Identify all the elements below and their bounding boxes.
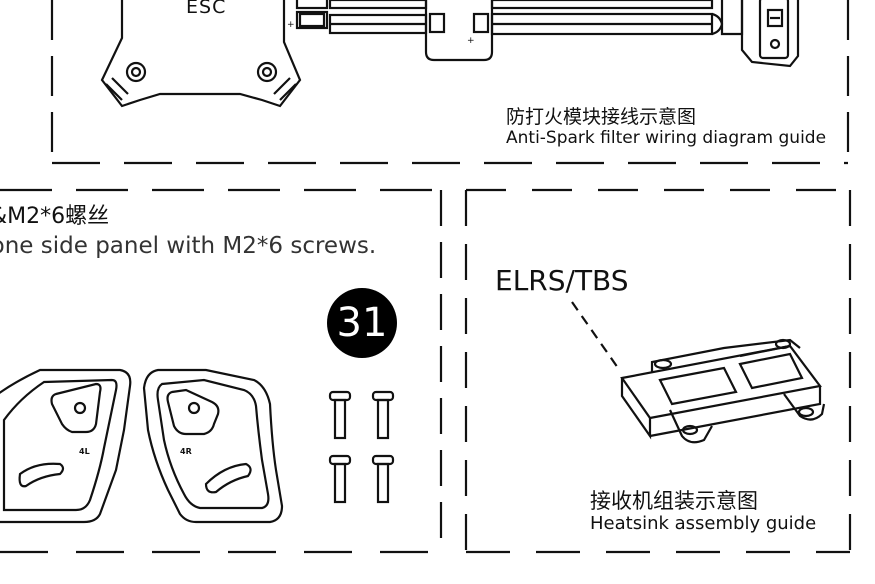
esc-label: ESC bbox=[186, 0, 227, 18]
anti-spark-caption-en: Anti-Spark filter wiring diagram guide bbox=[506, 128, 827, 148]
receiver-label: ELRS/TBS bbox=[495, 264, 629, 297]
anti-spark-module bbox=[424, 0, 494, 62]
m2x6-screw bbox=[328, 454, 352, 504]
polarity-mark: + bbox=[287, 20, 295, 30]
heatsink-caption-en: Heatsink assembly guide bbox=[590, 513, 817, 534]
side-panel-instruction-en: cone side panel with M2*6 screws. bbox=[0, 233, 377, 259]
esc-solder-pad bbox=[295, 0, 329, 10]
receiver-heatsink bbox=[620, 338, 826, 444]
step-number-badge: 31 bbox=[327, 288, 397, 358]
esc-mount-hole-left bbox=[125, 61, 147, 83]
esc-board-outline bbox=[100, 0, 302, 108]
receiver-leader-line bbox=[571, 301, 619, 369]
panel-tag-left: 4L bbox=[79, 447, 90, 456]
power-connector bbox=[720, 0, 744, 36]
wire-upper-left bbox=[328, 0, 428, 10]
esc-mount-hole-right bbox=[256, 61, 278, 83]
polarity-mark: + bbox=[467, 36, 475, 46]
wire-upper-right bbox=[490, 0, 714, 10]
m2x6-screw bbox=[328, 390, 352, 440]
panel-tag-right: 4R bbox=[180, 447, 192, 456]
heatsink-caption-cn: 接收机组装示意图 bbox=[590, 489, 758, 513]
silicone-side-panel-left bbox=[0, 368, 132, 524]
m2x6-screw bbox=[371, 390, 395, 440]
esc-solder-pad bbox=[295, 10, 329, 30]
silicone-side-panel-right bbox=[142, 368, 284, 524]
side-panel-instruction-cn: &M2*6螺丝 bbox=[0, 204, 110, 229]
m2x6-screw bbox=[371, 454, 395, 504]
anti-spark-caption-cn: 防打火模块接线示意图 bbox=[506, 106, 697, 128]
